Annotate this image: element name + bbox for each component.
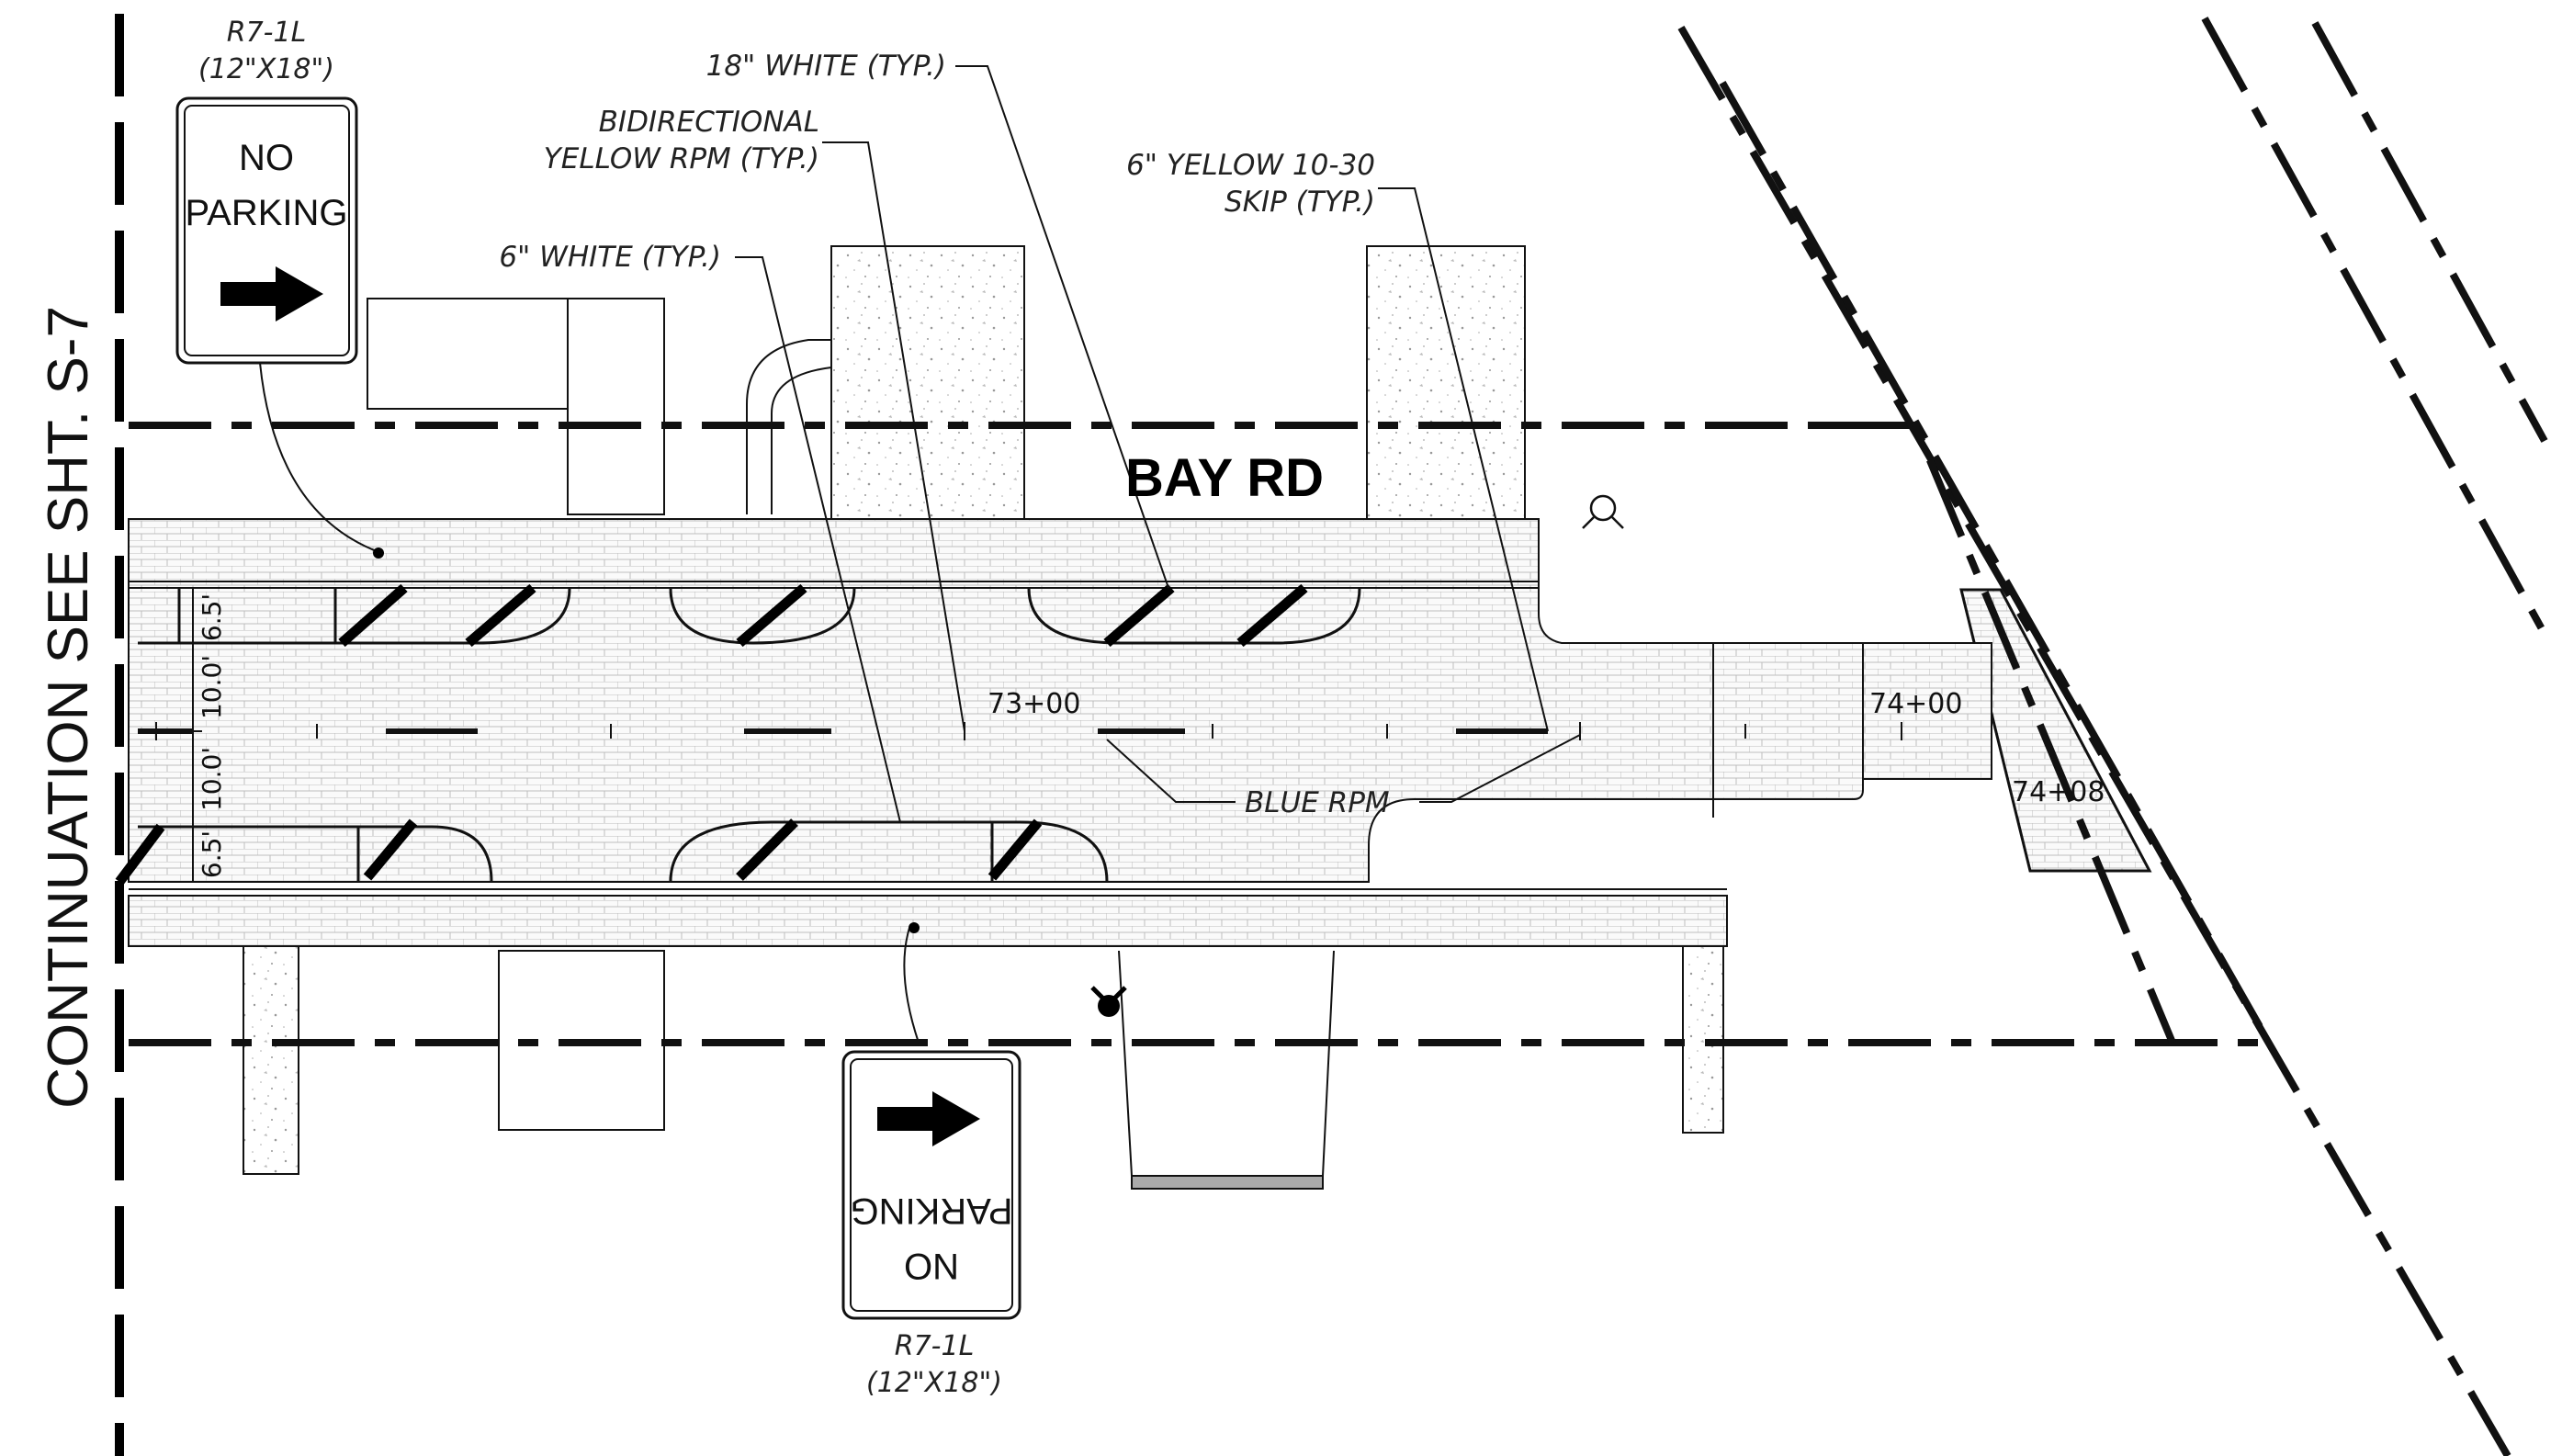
bar-18in xyxy=(338,583,408,648)
leader-white-6 xyxy=(735,256,901,823)
bottom-grate xyxy=(1131,1175,1324,1190)
bar-18in xyxy=(363,818,418,881)
dim-10-top: 10.0' xyxy=(197,655,227,719)
row-diag-3 xyxy=(2201,17,2548,636)
arrow-right-icon xyxy=(220,266,323,322)
callout-rpm-1: BIDIRECTIONAL xyxy=(599,106,819,139)
leader-sign-bottom xyxy=(903,927,920,1044)
bar-18in xyxy=(1236,583,1308,648)
right-of-way-lines xyxy=(129,17,2548,1456)
building-top-mid xyxy=(567,298,665,515)
parking-markings xyxy=(138,587,1361,883)
sign-location-dot xyxy=(373,547,384,559)
sign-bottom-size: (12"X18") xyxy=(866,1367,1002,1399)
road-name: BAY RD xyxy=(1125,448,1324,508)
survey-marker-icon xyxy=(1582,494,1624,529)
sign-top-code: R7-1L xyxy=(227,17,307,49)
callout-rpm-2: YELLOW RPM (TYP.) xyxy=(544,142,819,175)
leader-rpm xyxy=(822,141,965,732)
driveway-concrete-3 xyxy=(243,943,299,1175)
driveway-curve xyxy=(746,339,832,514)
station-74-00: 74+00 xyxy=(1869,688,1962,720)
leader-blue-rpm-2 xyxy=(1419,734,1581,803)
pavement-main xyxy=(128,581,1864,883)
east-approach xyxy=(1862,642,1992,780)
sign-location-dot xyxy=(909,922,920,933)
sign-top-size: (12"X18") xyxy=(198,53,334,85)
leader-yellow-skip xyxy=(1378,187,1549,732)
bar-18in xyxy=(736,583,807,648)
driveway-concrete-2 xyxy=(1366,245,1526,534)
sign-top: R7-1L (12"X18") NO PARKING xyxy=(175,17,358,365)
building-top-left xyxy=(367,298,569,410)
station-73-00: 73+00 xyxy=(988,688,1080,720)
callout-white-18: 18" WHITE (TYP.) xyxy=(706,50,946,83)
driveway-concrete-1 xyxy=(830,245,1025,534)
stall-south-2 xyxy=(669,820,1109,883)
bar-18in xyxy=(1103,583,1175,648)
row-corner xyxy=(1810,422,2176,1044)
sign-bottom-line2: PARKING xyxy=(850,1191,1012,1231)
driveway-concrete-4 xyxy=(1682,943,1724,1134)
leader-sign-top xyxy=(259,362,382,554)
dim-10-bottom: 10.0' xyxy=(197,747,227,811)
sign-top-line2: PARKING xyxy=(185,193,347,233)
stall-south-1 xyxy=(138,825,493,883)
sign-bottom-code: R7-1L xyxy=(895,1330,975,1362)
dimension-string: 6.5' 10.0' 10.0' 6.5' xyxy=(184,588,227,882)
crosswalk-bars xyxy=(115,583,1308,886)
station-74-08: 74+08 xyxy=(2012,776,2105,808)
callout-blue-rpm: BLUE RPM xyxy=(1245,786,1390,819)
dim-6-5-bottom: 6.5' xyxy=(197,830,227,878)
stall-north-3 xyxy=(1027,587,1361,645)
bar-18in xyxy=(988,818,1043,881)
leader-white-18 xyxy=(955,65,1169,589)
roadway xyxy=(128,518,1992,947)
sign-top-line1: NO xyxy=(239,138,294,178)
sign-bottom: PARKING NO R7-1L (12"X18") xyxy=(841,1050,1021,1399)
arrow-right-icon xyxy=(877,1091,980,1146)
stall-north-1 xyxy=(138,587,571,645)
callout-yellow-skip-2: SKIP (TYP.) xyxy=(1225,186,1375,219)
row-diag-4 xyxy=(2311,21,2548,443)
leader-lines xyxy=(259,65,1581,1044)
stall-north-2 xyxy=(669,587,856,645)
sign-bottom-line1: NO xyxy=(904,1246,959,1286)
callout-white-6: 6" WHITE (TYP.) xyxy=(499,241,721,274)
bar-18in xyxy=(736,818,798,881)
median-island xyxy=(1959,588,2152,873)
dim-6-5-top: 6.5' xyxy=(197,593,227,641)
bar-18in xyxy=(465,583,536,648)
centerline-ticks xyxy=(155,722,1902,740)
row-diag-2 xyxy=(1719,81,2273,1044)
continuation-label: CONTINUATION SEE SHT. S-7 xyxy=(37,306,100,1109)
building-bottom-2 xyxy=(1118,950,1335,1177)
leader-blue-rpm-1 xyxy=(1106,739,1236,803)
hydrant-icon xyxy=(1090,986,1127,1017)
bar-18in xyxy=(115,823,165,886)
south-sidewalk xyxy=(128,895,1728,947)
callout-yellow-skip-1: 6" YELLOW 10-30 xyxy=(1126,149,1375,182)
